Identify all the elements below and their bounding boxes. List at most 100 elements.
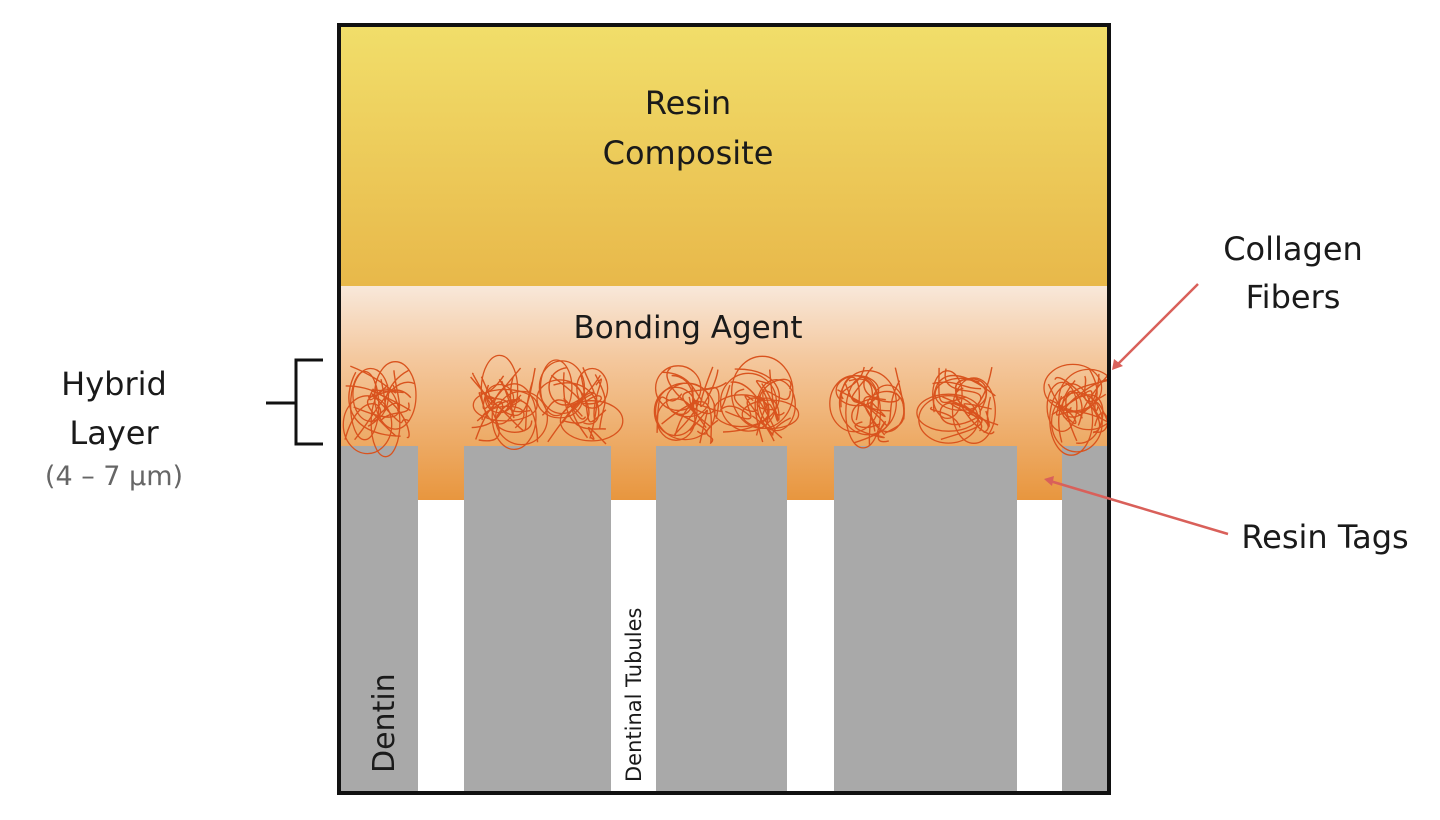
collagen-fiber-loop	[654, 365, 702, 412]
bonding-agent-label: Bonding Agent	[573, 310, 802, 346]
collagen-fibers-pointer	[1115, 283, 1199, 367]
collagen-fibers	[342, 354, 1108, 458]
collagen-fiber	[350, 365, 397, 394]
collagen-fiber	[593, 378, 603, 419]
collagen-fiber-loop	[484, 383, 515, 414]
dentin-label: Dentin	[367, 673, 402, 773]
collagen-fiber	[938, 367, 967, 404]
collagen-fiber-loop	[576, 367, 609, 409]
collagen-fibers-arrowhead	[1112, 359, 1123, 370]
collagen-fiber-loop	[559, 400, 624, 442]
collagen-fiber	[929, 406, 961, 428]
collagen-fiber-loop	[665, 382, 710, 418]
collagen-fiber	[366, 381, 397, 437]
collagen-fiber	[580, 373, 607, 423]
collagen-fiber	[671, 410, 708, 435]
collagen-fiber	[985, 396, 992, 428]
collagen-fiber	[722, 368, 780, 433]
collagen-fiber-loop	[656, 398, 696, 441]
collagen-fiber	[744, 394, 775, 442]
collagen-fiber-loop	[342, 395, 393, 455]
resin-tags-label: Resin Tags	[1241, 518, 1408, 556]
collagen-fiber-loop	[1046, 381, 1078, 433]
collagen-fiber-loop	[932, 370, 963, 420]
collagen-fiber-loop	[741, 399, 800, 430]
collagen-fiber	[587, 426, 607, 445]
collagen-fiber-loop	[951, 377, 996, 444]
collagen-fiber	[875, 421, 889, 443]
collagen-fiber	[547, 392, 598, 443]
collagen-fiber-loop	[352, 367, 390, 422]
collagen-fiber-loop	[713, 394, 770, 428]
collagen-fiber-cluster	[829, 366, 905, 449]
collagen-fiber	[1054, 374, 1108, 419]
collagen-fiber-cluster	[713, 355, 800, 443]
dentin-column	[464, 446, 611, 792]
collagen-fiber-cluster	[1043, 363, 1108, 456]
collagen-fiber-loop	[838, 370, 897, 436]
collagen-fiber-loop	[491, 383, 537, 451]
collagen-fiber-loop	[373, 361, 417, 430]
dentin-column	[656, 446, 787, 792]
collagen-fibers-label: Collagen	[1223, 230, 1363, 268]
collagen-fiber	[761, 369, 779, 422]
collagen-fiber	[548, 367, 601, 406]
collagen-fiber	[734, 388, 758, 412]
resin-composite-label: Resin	[645, 84, 731, 122]
collagen-fiber	[470, 367, 536, 416]
collagen-fiber	[840, 366, 865, 400]
collagen-fiber	[562, 398, 587, 420]
collagen-fiber	[758, 378, 792, 439]
collagen-fiber	[561, 367, 595, 424]
collagen-fiber-cluster	[916, 366, 999, 444]
collagen-fiber	[699, 366, 719, 408]
collagen-fiber	[576, 395, 602, 405]
dentin-columns	[340, 446, 1108, 792]
dentinal-tubules-label: Dentinal Tubules	[622, 608, 646, 782]
collagen-fiber-loop	[835, 375, 880, 407]
collagen-fiber	[751, 415, 792, 436]
collagen-fiber	[688, 385, 695, 411]
resin-tags-arrowhead	[1044, 476, 1054, 486]
collagen-fiber-loop	[480, 354, 519, 425]
hybrid-layer-bracket	[266, 358, 323, 446]
collagen-fiber	[348, 371, 401, 437]
collagen-fiber-cluster	[536, 359, 624, 445]
collagen-fiber-loop	[869, 384, 905, 433]
collagen-fiber	[689, 409, 708, 444]
hybrid-layer-label-line2: Layer	[69, 414, 159, 452]
collagen-fiber-cluster	[342, 361, 417, 458]
collagen-fiber	[954, 387, 983, 432]
collagen-fiber	[370, 392, 410, 424]
collagen-fiber-loop	[845, 376, 882, 449]
dentin-column	[1062, 446, 1108, 792]
collagen-fiber-loop	[918, 395, 979, 444]
resin-composite-label-line2: Composite	[603, 134, 774, 172]
collagen-fiber-loop	[916, 393, 981, 432]
dentin-column	[834, 446, 1017, 792]
collagen-fiber	[705, 386, 720, 419]
collagen-fiber-cluster	[653, 365, 727, 445]
collagen-fiber-loop	[472, 388, 538, 422]
collagen-fiber	[481, 405, 525, 429]
collagen-fiber	[1094, 401, 1108, 425]
collagen-fiber	[967, 366, 993, 415]
collagen-fiber	[963, 403, 992, 434]
diagram-frame	[337, 23, 1111, 795]
collagen-fiber-loop	[370, 388, 401, 458]
collagen-fiber	[345, 385, 410, 439]
collagen-fiber-loop	[539, 359, 573, 417]
resin-tags-pointer	[1049, 479, 1229, 536]
collagen-fiber-loop	[653, 386, 698, 437]
collagen-fiber-loop	[349, 370, 380, 441]
collagen-fiber-loop	[1050, 392, 1103, 453]
collagen-fiber-loop	[719, 372, 778, 432]
hybrid-layer-label: Hybrid	[61, 365, 167, 403]
collagen-fiber	[950, 402, 999, 426]
collagen-fiber-loop	[1043, 363, 1103, 412]
collagen-fiber-loop	[1058, 368, 1108, 431]
resin-composite-layer	[340, 26, 1108, 286]
collagen-fiber	[1058, 379, 1108, 443]
